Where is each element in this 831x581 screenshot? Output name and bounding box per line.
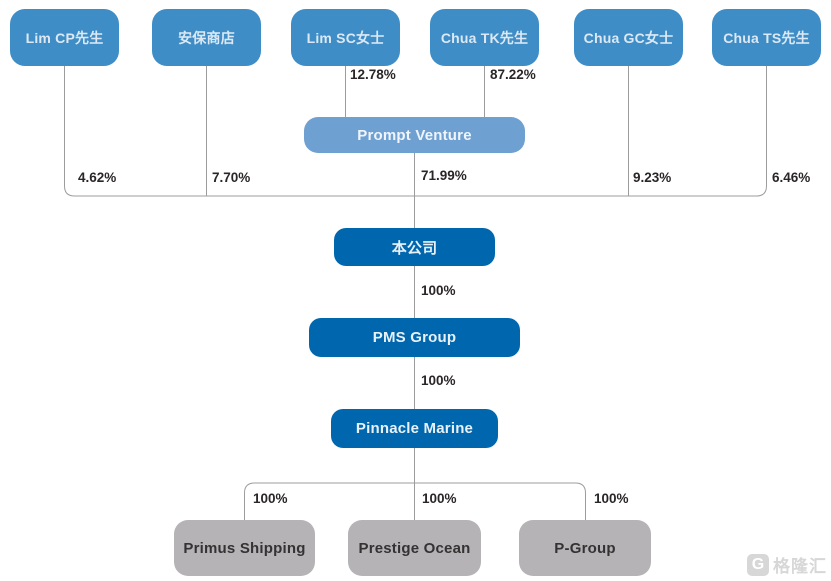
node-pinnacle-marine: Pinnacle Marine (331, 409, 498, 448)
pct-pinnacle-to-prestige: 100% (422, 491, 457, 506)
node-primus-shipping: Primus Shipping (174, 520, 315, 576)
edge-main-bracket (64, 66, 767, 197)
node-anbao-store: 安保商店 (152, 9, 261, 66)
node-lim-sc: Lim SC女士 (291, 9, 400, 66)
pct-chua-gc-to-company: 9.23% (633, 170, 672, 185)
pct-chua-ts-to-company: 6.46% (772, 170, 811, 185)
pct-pms-to-pinnacle: 100% (421, 373, 456, 388)
gelonghui-brand-text: 格隆汇 (773, 557, 827, 576)
gelonghui-watermark: G 格隆汇 (747, 552, 827, 577)
pct-lim-cp-to-company: 4.62% (78, 170, 117, 185)
node-pms-group: PMS Group (309, 318, 520, 357)
node-chua-gc: Chua GC女士 (574, 9, 683, 66)
node-chua-tk: Chua TK先生 (430, 9, 539, 66)
gelonghui-logo-icon: G (747, 553, 769, 576)
node-lim-cp: Lim CP先生 (10, 9, 119, 66)
pct-prompt-to-company: 71.99% (421, 168, 467, 183)
node-prestige-ocean: Prestige Ocean (348, 520, 481, 576)
pct-anbao-to-company: 7.70% (212, 170, 251, 185)
edge-subsidiaries-bracket (244, 482, 586, 520)
pct-lim-sc-to-prompt: 12.78% (350, 67, 396, 82)
pct-pinnacle-to-pgroup: 100% (594, 491, 629, 506)
pct-company-to-pms: 100% (421, 283, 456, 298)
node-p-group: P-Group (519, 520, 651, 576)
pct-pinnacle-to-primus: 100% (253, 491, 288, 506)
node-company: 本公司 (334, 228, 495, 266)
pct-chua-tk-to-prompt: 87.22% (490, 67, 536, 82)
node-prompt-venture: Prompt Venture (304, 117, 525, 153)
node-chua-ts: Chua TS先生 (712, 9, 821, 66)
